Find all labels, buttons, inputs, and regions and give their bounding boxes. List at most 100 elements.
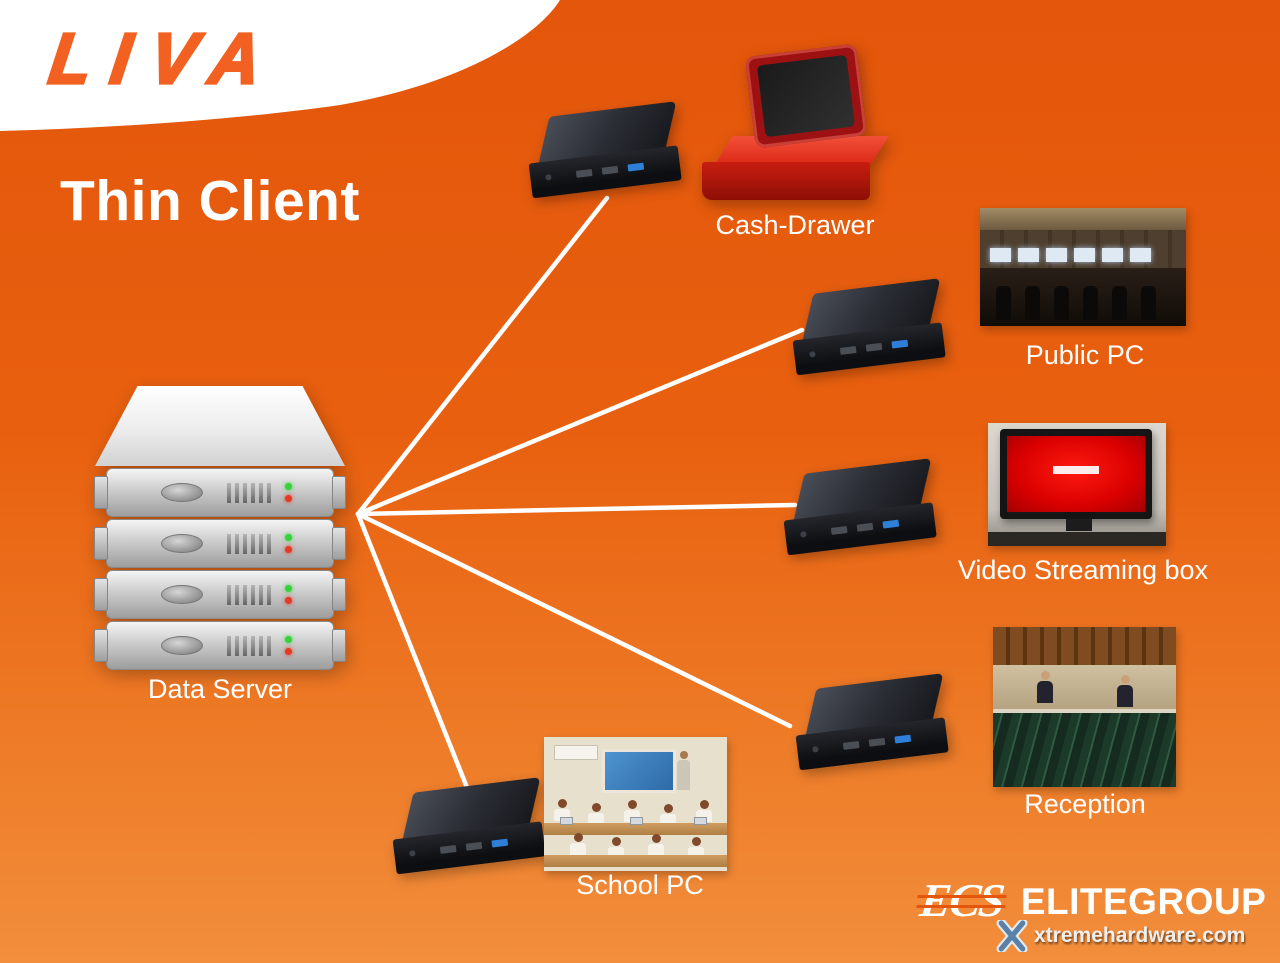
usb-ports: [830, 519, 900, 535]
whiteboard: [602, 749, 676, 793]
server-unit: [94, 570, 346, 619]
connection-line-reception: [355, 511, 793, 729]
drive-button: [161, 534, 203, 553]
drive-button: [161, 585, 203, 604]
ecs-stripe: [917, 895, 1007, 898]
pos-tablet: [744, 43, 868, 149]
usb3-port: [891, 339, 909, 349]
rack-ear: [94, 629, 108, 662]
person-figure: [1037, 671, 1053, 703]
usb-ports: [575, 162, 645, 178]
drive-button: [161, 636, 203, 655]
rack-ear: [94, 578, 108, 611]
tv-cabinet: [988, 532, 1166, 546]
footer-branding: ECS ELITEGROUP: [916, 875, 1266, 927]
ecs-logo: ECS: [916, 875, 1007, 927]
ecs-logo-text: ECS: [917, 875, 1006, 927]
rack-ear: [332, 476, 346, 509]
student-figure: [588, 803, 604, 825]
photo-wall: [993, 665, 1176, 709]
vent-grille: [227, 482, 271, 503]
ecs-stripe: [916, 905, 1006, 908]
usb-port: [575, 168, 593, 178]
monitor-row: [990, 248, 1151, 262]
led-red-icon: [285, 648, 292, 655]
rack-ear: [94, 476, 108, 509]
photo-ceiling: [980, 208, 1186, 230]
air-conditioner: [554, 745, 598, 760]
data-server-label: Data Server: [147, 674, 293, 704]
status-leds: [285, 483, 292, 502]
public-pc-label: Public PC: [1025, 340, 1145, 370]
usb3-port: [882, 519, 900, 529]
usb-port: [856, 522, 874, 532]
vent-grille: [227, 635, 271, 656]
server-unit-face: [119, 578, 321, 611]
led-green-icon: [285, 585, 292, 592]
page-title: Thin Client: [60, 169, 360, 233]
usb-ports: [842, 734, 912, 750]
power-button-icon: [812, 745, 819, 753]
rack-ear: [94, 527, 108, 560]
led-green-icon: [285, 534, 292, 541]
video-streaming-label: Video Streaming box: [957, 555, 1209, 585]
rack-ear: [332, 578, 346, 611]
student-figure: [648, 834, 664, 856]
tv-stand: [1066, 519, 1092, 531]
usb-port: [865, 342, 883, 352]
classroom-desk: [544, 823, 727, 835]
liva-logo: LIVA: [43, 18, 287, 101]
led-green-icon: [285, 636, 292, 643]
cash-drawer-label: Cash-Drawer: [715, 210, 875, 240]
led-red-icon: [285, 597, 292, 604]
connection-line-cash-drawer: [355, 195, 610, 517]
status-leds: [285, 534, 292, 553]
school-pc-label: School PC: [576, 870, 704, 900]
vent-grille: [227, 533, 271, 554]
reception-label: Reception: [1024, 789, 1146, 819]
usb-port: [868, 737, 886, 747]
usb3-port: [627, 162, 645, 172]
server-top-lid: [95, 386, 345, 466]
cash-drawer-front: [702, 162, 870, 200]
watermark-text: xtremehardware.com: [1034, 924, 1246, 947]
photo-ceiling: [993, 627, 1176, 665]
watermark: xtremehardware.com: [996, 920, 1245, 952]
power-button-icon: [409, 849, 416, 857]
led-green-icon: [285, 483, 292, 490]
drive-button: [161, 483, 203, 502]
liva-mini-pc-reception: [790, 673, 958, 780]
status-leds: [285, 585, 292, 604]
usb-port: [465, 841, 483, 851]
laptop-icon: [694, 817, 707, 825]
led-red-icon: [285, 546, 292, 553]
connection-line-video-streaming: [355, 502, 798, 517]
status-leds: [285, 636, 292, 655]
power-button-icon: [800, 530, 807, 538]
laptop-icon: [560, 817, 573, 825]
person-figure: [1117, 675, 1133, 707]
server-unit-face: [119, 476, 321, 509]
tv-screen: [1007, 436, 1145, 512]
server-unit: [94, 468, 346, 517]
header-banner: [0, 0, 560, 131]
usb-ports: [439, 838, 509, 854]
chair-row: [996, 286, 1156, 320]
server-unit: [94, 621, 346, 670]
usb-port: [830, 525, 848, 535]
led-red-icon: [285, 495, 292, 502]
power-button-icon: [809, 350, 816, 358]
laptop-icon: [630, 817, 643, 825]
student-figure: [570, 833, 586, 855]
usb3-port: [894, 734, 912, 744]
public-pc-photo: [980, 208, 1186, 326]
teacher-figure: [677, 751, 690, 790]
reception-photo: [993, 627, 1176, 787]
vent-grille: [227, 584, 271, 605]
school-pc-photo: [544, 737, 727, 871]
server-unit: [94, 519, 346, 568]
classroom-desk: [544, 855, 727, 867]
rack-ear: [332, 629, 346, 662]
streaming-logo-mark: [1053, 466, 1099, 475]
xtremehardware-x-icon: [996, 920, 1028, 952]
